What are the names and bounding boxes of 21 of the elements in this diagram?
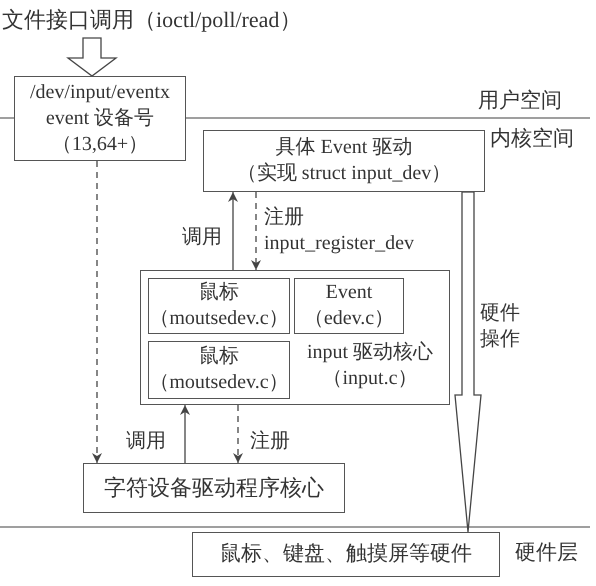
dashed-arrow bbox=[92, 161, 102, 463]
caption-text: 文件接口调用（ioctl/poll/read） bbox=[2, 6, 302, 34]
group-box bbox=[140, 270, 450, 405]
arrow bbox=[180, 405, 190, 463]
process-box: 鼠标 （moutsedev.c） bbox=[148, 278, 290, 334]
arrow bbox=[228, 192, 238, 270]
layer-label: 内核空间 bbox=[490, 125, 574, 152]
hollow-arrow bbox=[66, 37, 118, 77]
process-box: Event （edev.c） bbox=[294, 278, 404, 334]
group-title: input 驱动核心 bbox=[306, 340, 434, 365]
layer-label: 用户空间 bbox=[478, 87, 562, 114]
hollow-arrow bbox=[454, 191, 482, 533]
layer-label: 硬件层 bbox=[515, 539, 578, 566]
group-title: （input.c） bbox=[322, 366, 418, 391]
process-box: 鼠标 （moutsedev.c） bbox=[148, 341, 290, 399]
process-box: 字符设备驱动程序核心 bbox=[83, 463, 345, 513]
process-box: 具体 Event 驱动 （实现 struct input_dev） bbox=[203, 130, 485, 192]
process-box: 鼠标、键盘、触摸屏等硬件 bbox=[192, 532, 500, 577]
process-box: /dev/input/eventx event 设备号 （13,64+） bbox=[14, 76, 186, 161]
dashed-arrow bbox=[233, 405, 243, 463]
dashed-arrow bbox=[251, 192, 261, 270]
